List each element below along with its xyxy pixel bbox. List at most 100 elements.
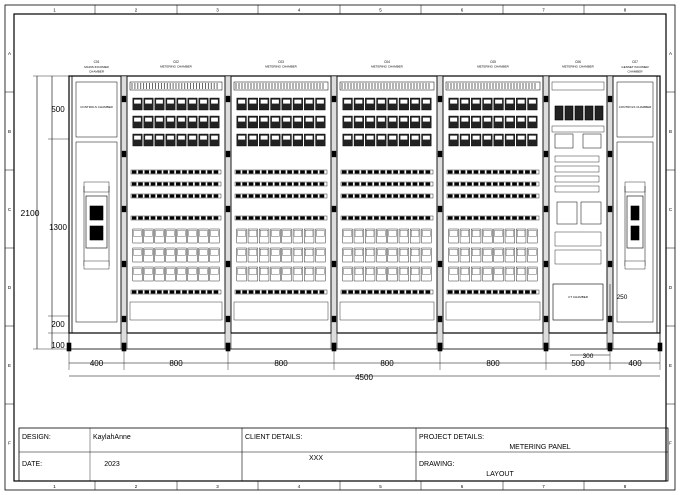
breaker [169, 194, 175, 198]
breaker [150, 216, 156, 220]
meter-window [144, 268, 153, 275]
meter-display [155, 117, 164, 122]
hinge [225, 315, 231, 323]
meter-display [411, 117, 419, 122]
bottom-gland-plate [445, 301, 541, 321]
meter-window [316, 249, 325, 256]
meter-window [166, 268, 175, 275]
breaker [354, 182, 360, 186]
breaker [144, 170, 150, 174]
breaker [280, 290, 286, 294]
breaker [380, 216, 386, 220]
meter-window [483, 268, 492, 275]
zone-row-label-left: C [8, 207, 12, 212]
breaker [393, 182, 399, 186]
meter-window [248, 268, 257, 275]
breaker [492, 194, 498, 198]
breaker [399, 170, 405, 174]
meter-window [460, 249, 469, 256]
meter-module [387, 133, 398, 147]
breaker [169, 290, 175, 294]
meter-module [281, 97, 292, 111]
breaker [460, 290, 466, 294]
meter-window [293, 268, 302, 275]
breaker [261, 194, 267, 198]
meter-module [459, 133, 470, 147]
breaker [447, 194, 453, 198]
meter-display [133, 117, 142, 122]
meter-window [449, 230, 458, 237]
meter-display [411, 99, 419, 104]
breaker [268, 290, 273, 294]
meter-module [342, 133, 353, 147]
breaker [348, 182, 354, 186]
breaker [313, 290, 318, 294]
meter-display [210, 117, 219, 122]
meter-module [471, 133, 482, 147]
meter-display [472, 135, 480, 140]
section-code: C04 [384, 60, 390, 64]
breaker [235, 216, 241, 220]
meter-display [271, 99, 280, 104]
breaker [447, 170, 453, 174]
meter-window [166, 230, 175, 237]
meter-module [270, 97, 281, 111]
zone-row-label-left: A [8, 51, 11, 56]
meter-display [294, 117, 302, 122]
breaker [480, 290, 485, 294]
hinge [543, 205, 549, 213]
breaker [406, 182, 411, 186]
breaker [486, 182, 492, 186]
section-divider [542, 75, 550, 350]
meter-module [270, 115, 281, 129]
hinge [543, 315, 549, 323]
breaker [157, 290, 162, 294]
breaker [268, 216, 273, 220]
meter-module [448, 97, 459, 111]
meter-module [154, 133, 165, 147]
zone-col-label-top: 8 [624, 8, 627, 13]
breaker [175, 216, 181, 220]
breaker [163, 216, 168, 220]
meter-display [199, 135, 208, 140]
meter-window [282, 230, 291, 237]
breaker [512, 182, 517, 186]
meter-window [449, 249, 458, 256]
breaker [248, 216, 254, 220]
meter-module [421, 97, 432, 111]
breaker [341, 170, 347, 174]
meter-display [237, 135, 246, 140]
dim-300: 300 [583, 353, 594, 360]
breaker [425, 216, 431, 220]
breaker [367, 182, 373, 186]
breaker [492, 182, 498, 186]
meter-window [388, 249, 397, 256]
meter-window [155, 268, 164, 275]
breaker [425, 170, 431, 174]
meter-window [472, 268, 481, 275]
meter-module [154, 115, 165, 129]
breaker [467, 170, 472, 174]
breaker [361, 216, 366, 220]
dim-width: 800 [380, 359, 394, 368]
breaker [213, 290, 219, 294]
breaker [138, 194, 143, 198]
meter-display [377, 99, 386, 104]
meter-display [517, 99, 525, 104]
control-relay-rail [554, 175, 600, 183]
breaker [144, 216, 150, 220]
breaker [201, 182, 206, 186]
meter-display [177, 135, 186, 140]
breaker [460, 216, 466, 220]
breaker [505, 182, 511, 186]
zone-col-label-top: 4 [298, 8, 301, 13]
breaker [348, 194, 354, 198]
zone-row-label-right: B [669, 129, 672, 134]
breaker [268, 182, 273, 186]
meter-module [421, 133, 432, 147]
breaker [361, 182, 366, 186]
section-name: CHAMBER [89, 70, 105, 74]
